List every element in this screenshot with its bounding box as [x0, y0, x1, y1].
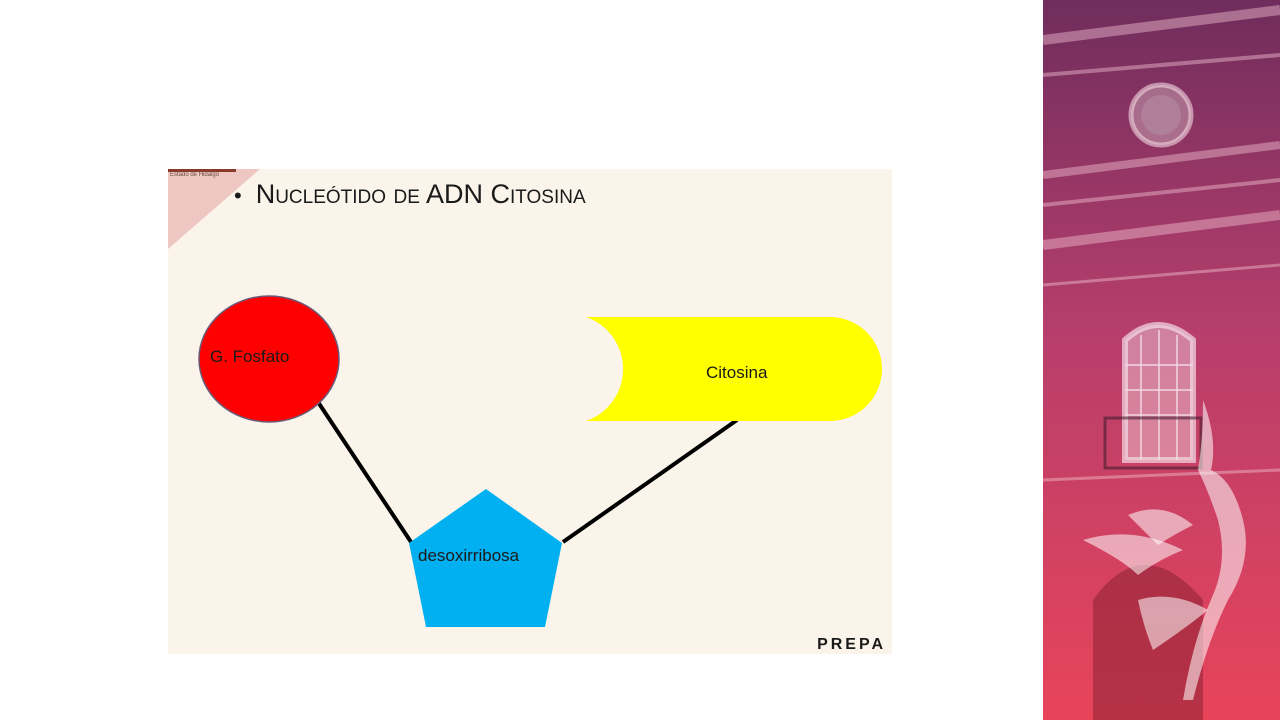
corner-logo-mark: [168, 169, 260, 249]
sugar-label: desoxirribosa: [418, 546, 520, 565]
slide-title: • Nucleótido de ADN Citosina: [234, 179, 586, 210]
bullet-icon: •: [234, 183, 242, 208]
phosphate-circle: [198, 295, 340, 423]
clock-icon: [1128, 82, 1194, 148]
base-shape: [586, 317, 882, 421]
window-icon: [1122, 322, 1196, 463]
header-text: Estado de Hidalgo: [170, 172, 220, 178]
title-text: Nucleótido de ADN Citosina: [255, 179, 586, 209]
side-decorative-panel: [1043, 0, 1280, 720]
sugar-pentagon: [409, 489, 562, 627]
building-photo-graphic: [1043, 0, 1280, 720]
connector-sugar-base: [561, 418, 739, 544]
slide-image: Estado de Hidalgo • Nucleótido de ADN Ci…: [168, 169, 892, 654]
balcony-graphic: [1103, 416, 1203, 470]
connector-phosphate-sugar: [316, 400, 413, 544]
phosphate-label: G. Fosfato: [210, 347, 290, 366]
bird-logo-icon: [1083, 400, 1246, 700]
base-label: Citosina: [706, 363, 768, 382]
prepa-logo: PREPA: [817, 636, 886, 653]
nucleotide-diagram: [198, 295, 882, 627]
